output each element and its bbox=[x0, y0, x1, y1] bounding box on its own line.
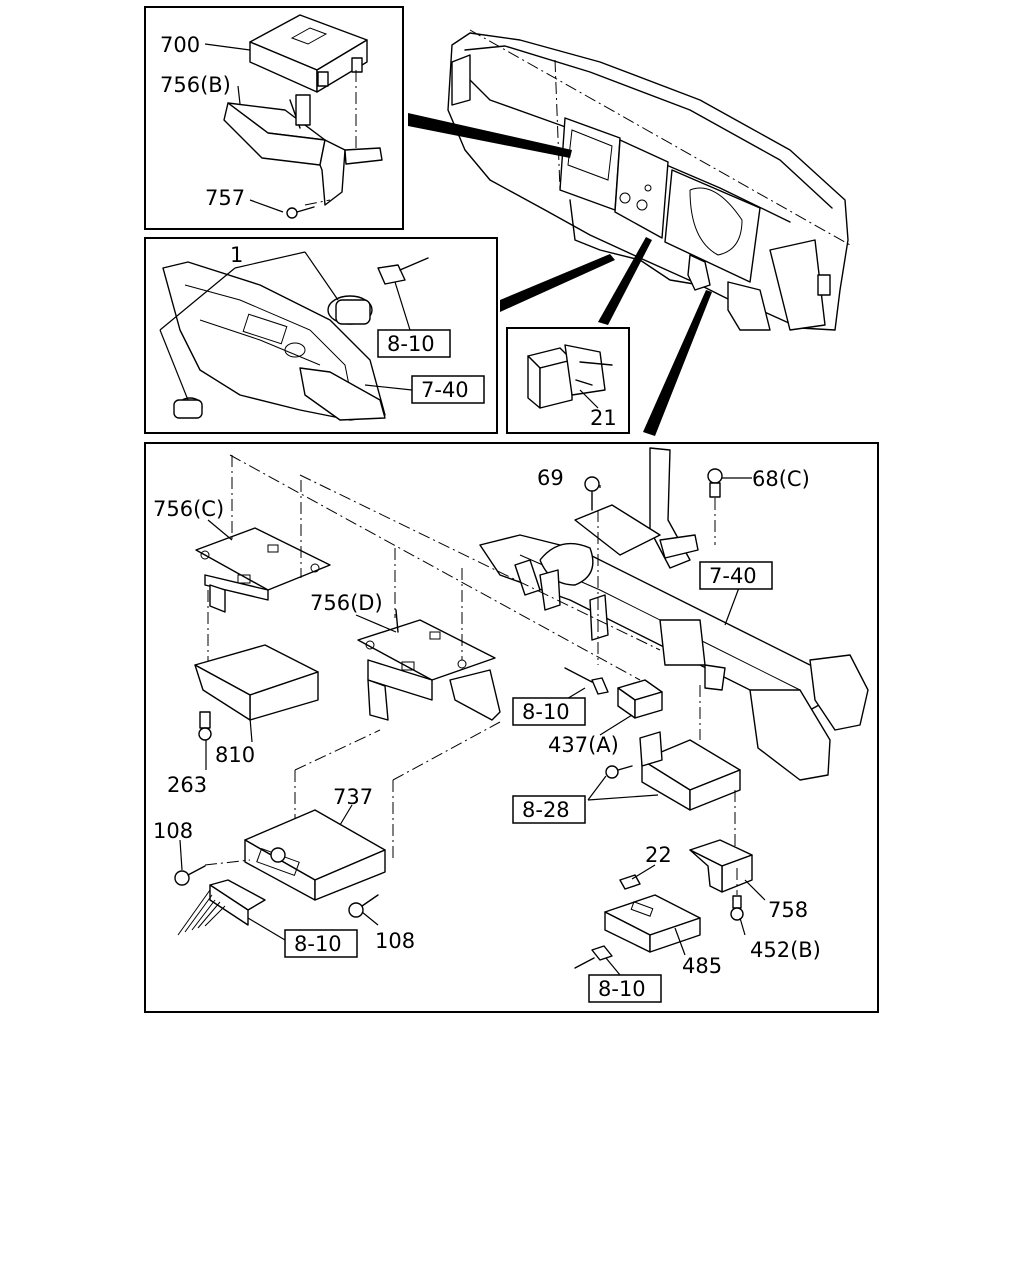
label-21: 21 bbox=[590, 406, 617, 430]
svg-text:8-28: 8-28 bbox=[522, 798, 570, 822]
part-452b-screw bbox=[730, 895, 744, 921]
label-22: 22 bbox=[645, 843, 672, 867]
part-108-bolt-left bbox=[174, 865, 206, 886]
ref-box-7-40-top: 7-40 bbox=[411, 375, 485, 404]
label-756b: 756(B) bbox=[160, 73, 231, 97]
panel-center-trim: 1 8-10 7-40 bbox=[144, 237, 498, 434]
svg-text:7-40: 7-40 bbox=[421, 378, 469, 402]
ref-box-7-40-main: 7-40 bbox=[699, 561, 773, 590]
pointer-to-ecu bbox=[408, 113, 572, 158]
label-452b: 452(B) bbox=[750, 938, 821, 962]
part-22-clip bbox=[619, 874, 641, 890]
part-1-switch bbox=[173, 257, 429, 419]
part-108-bolt-right bbox=[348, 894, 379, 918]
label-485: 485 bbox=[682, 954, 722, 978]
pointer-to-panel2 bbox=[500, 254, 615, 312]
label-1: 1 bbox=[230, 243, 243, 267]
part-68c-bolt bbox=[707, 468, 723, 498]
label-700: 700 bbox=[160, 33, 200, 57]
svg-text:8-10: 8-10 bbox=[294, 932, 342, 956]
label-758: 758 bbox=[768, 898, 808, 922]
dashboard-overview bbox=[408, 29, 851, 436]
svg-text:8-10: 8-10 bbox=[387, 332, 435, 356]
label-263: 263 bbox=[167, 773, 207, 797]
label-69: 69 bbox=[537, 466, 564, 490]
label-756d: 756(D) bbox=[310, 591, 383, 615]
pointer-to-main bbox=[643, 290, 712, 436]
panel-main-assembly: 69 68(C) 756(C) 756(D) 263 810 737 108 1… bbox=[144, 442, 879, 1013]
panel-frame bbox=[506, 327, 630, 434]
label-810: 810 bbox=[215, 743, 255, 767]
svg-text:7-40: 7-40 bbox=[709, 564, 757, 588]
ref-box-8-10-top: 8-10 bbox=[377, 329, 451, 358]
label-437a: 437(A) bbox=[548, 733, 619, 757]
part-756c-bracket bbox=[195, 527, 331, 613]
ref-box-8-28: 8-28 bbox=[512, 795, 586, 824]
part-small-connector bbox=[574, 945, 613, 969]
label-756c: 756(C) bbox=[153, 497, 224, 521]
ref-box-8-10-mid: 8-10 bbox=[512, 697, 586, 726]
label-68c: 68(C) bbox=[752, 467, 810, 491]
part-756b-bracket bbox=[223, 94, 383, 206]
part-758-bracket bbox=[689, 839, 753, 893]
part-485-module bbox=[604, 894, 701, 953]
part-bracket-assembly bbox=[605, 731, 741, 811]
part-437a-connector bbox=[564, 667, 663, 719]
panel-switch-21: 21 bbox=[506, 327, 630, 434]
svg-text:8-10: 8-10 bbox=[598, 977, 646, 1001]
label-737: 737 bbox=[333, 785, 373, 809]
pointer-to-switch bbox=[598, 237, 652, 325]
panel-ecu-700: 700 756(B) 757 bbox=[144, 6, 404, 230]
part-757-screw bbox=[286, 206, 315, 219]
ref-box-8-10-bottom-left: 8-10 bbox=[284, 929, 358, 958]
panel-frame bbox=[144, 237, 498, 434]
panel-frame bbox=[144, 442, 879, 1013]
label-757: 757 bbox=[205, 186, 245, 210]
part-810-module bbox=[194, 644, 319, 721]
label-108-left: 108 bbox=[153, 819, 193, 843]
part-69-nut bbox=[584, 476, 600, 511]
label-108-right: 108 bbox=[375, 929, 415, 953]
part-263-bolt bbox=[198, 711, 212, 741]
part-21-switch bbox=[527, 344, 613, 409]
part-737-control-unit bbox=[244, 809, 386, 901]
ref-box-8-10-bottom-right: 8-10 bbox=[588, 974, 662, 1003]
part-center-bezel bbox=[162, 261, 386, 421]
svg-text:8-10: 8-10 bbox=[522, 700, 570, 724]
panel-frame bbox=[144, 6, 404, 230]
part-harness-connector bbox=[177, 879, 266, 936]
part-756d-bracket bbox=[357, 609, 501, 721]
part-700-control-unit bbox=[249, 14, 368, 93]
part-cross-car-beam bbox=[479, 447, 869, 781]
